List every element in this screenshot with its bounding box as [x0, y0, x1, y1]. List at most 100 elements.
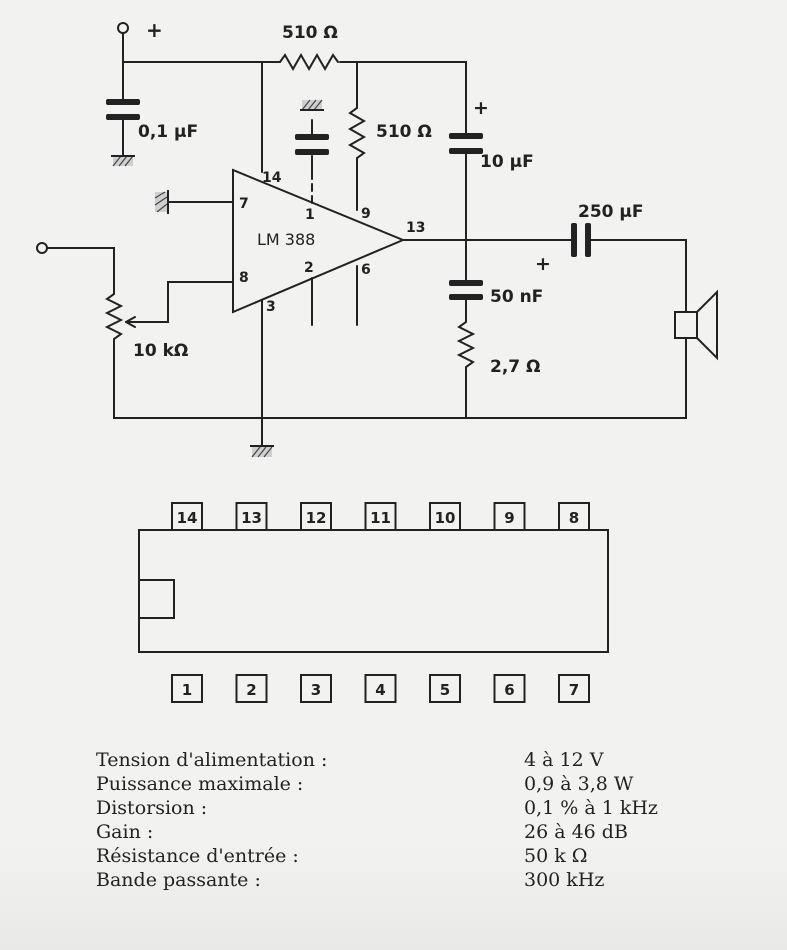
ic-pin-6: 6 [361, 262, 371, 278]
spec-row: Tension d'alimentation : 4 à 12 V [96, 748, 736, 772]
cap-boot-plate [449, 133, 483, 139]
spec-label: Tension d'alimentation : [96, 749, 328, 771]
package-pin-2: 2 [235, 674, 268, 703]
package-pin-13: 13 [235, 502, 268, 531]
spec-value: 0,9 à 3,8 W [524, 773, 634, 795]
ic-pin-14: 14 [262, 170, 282, 186]
ic-pin-1: 1 [305, 207, 315, 223]
package-pin-4: 4 [364, 674, 397, 703]
package-pin-box [300, 502, 332, 531]
cap-supply-plate [106, 99, 140, 105]
spec-list: Tension d'alimentation : 4 à 12 V Puissan… [96, 748, 736, 892]
spec-label: Bande passante : [96, 869, 261, 891]
package-pin-number: 12 [306, 509, 327, 527]
cap-supply-plate [106, 114, 140, 120]
ground-icon [250, 445, 274, 458]
cap-boot-plate [449, 148, 483, 154]
label-r-mid: 510 Ω [376, 122, 432, 142]
package-pin-7: 7 [558, 674, 590, 703]
package-pin-5: 5 [429, 674, 461, 703]
spec-value: 300 kHz [524, 869, 605, 891]
cap-zobel-plate [449, 294, 483, 300]
package-pin-number: 14 [177, 509, 198, 527]
package-pin-10: 10 [429, 502, 461, 531]
spec-label: Gain : [96, 821, 154, 843]
package-pin-box [300, 674, 332, 703]
ground-icon [111, 155, 135, 167]
package-pin-box [558, 674, 590, 703]
label-c-boot-plus: + [473, 97, 489, 119]
cap-out-plate [571, 223, 577, 257]
package-pin-12: 12 [300, 502, 332, 531]
label-c-boot: 10 µF [480, 152, 534, 172]
package-pin-number: 9 [504, 509, 514, 527]
package-pin-number: 6 [504, 681, 514, 699]
ic-pin-7: 7 [239, 196, 249, 212]
package-pin-box [235, 502, 268, 531]
spec-value: 50 k Ω [524, 845, 588, 867]
package-pin-3: 3 [300, 674, 332, 703]
package-notch [138, 579, 175, 619]
label-c-supply: 0,1 µF [138, 122, 198, 142]
spec-value: 0,1 % à 1 kHz [524, 797, 658, 819]
speaker-cone-icon [696, 289, 718, 361]
package-pin-number: 5 [440, 681, 450, 699]
package-pin-11: 11 [364, 502, 397, 531]
ic-pin-8: 8 [239, 270, 249, 286]
package-body [138, 529, 609, 653]
package-pin-box [493, 502, 526, 531]
wire-pot-wiper [125, 281, 234, 323]
label-pot: 10 kΩ [133, 341, 188, 361]
spec-label: Distorsion : [96, 797, 208, 819]
spec-value: 4 à 12 V [524, 749, 604, 771]
ic-name: LM 388 [257, 230, 315, 249]
label-r-top: 510 Ω [282, 23, 338, 43]
package-pin-number: 7 [569, 681, 579, 699]
wire-input [46, 247, 115, 295]
package-pin-number: 13 [241, 509, 262, 527]
ic-pin-13: 13 [406, 220, 425, 236]
wire-speaker-return [465, 337, 687, 419]
package-pin-1: 1 [171, 674, 203, 703]
package-pin-number: 10 [435, 509, 456, 527]
cap-out-plate [585, 223, 591, 257]
supply-terminal [117, 22, 129, 34]
cap-zobel-plate [449, 280, 483, 286]
package-pin-box [171, 502, 203, 531]
input-terminal [36, 242, 48, 254]
ic-pin-3: 3 [266, 299, 276, 315]
package-pin-box [235, 674, 268, 703]
label-c-zobel: 50 nF [490, 287, 543, 307]
label-c-out: 250 µF [578, 202, 644, 222]
lm388-amplifier-symbol [232, 168, 406, 314]
package-pin-14: 14 [171, 502, 203, 531]
package-pin-number: 11 [370, 509, 391, 527]
spec-row: Bande passante : 300 kHz [96, 868, 736, 892]
package-pin-number: 3 [311, 681, 321, 699]
speaker-coil [674, 311, 698, 339]
ground-icon [154, 190, 169, 214]
ic-pin-2: 2 [304, 260, 314, 276]
package-pin-box [364, 502, 397, 531]
package-pin-number: 1 [182, 681, 192, 699]
spec-row: Gain :26 à 46 dB [96, 820, 736, 844]
page-shading [0, 840, 787, 950]
spec-label: Puissance maximale : [96, 773, 304, 795]
wire-top-right [339, 61, 467, 134]
spec-row: Résistance d'entrée : 50 k Ω [96, 844, 736, 868]
label-r-zobel: 2,7 Ω [490, 357, 541, 377]
resistor-r2 [347, 61, 367, 211]
spec-label: Résistance d'entrée : [96, 845, 299, 867]
package-pin-number: 8 [569, 509, 579, 527]
wiper-arrow [125, 316, 136, 328]
cap-bypass-plate [295, 134, 329, 140]
potentiometer-10k [104, 293, 467, 419]
resistor-r1 [279, 52, 339, 72]
ic-pin-9: 9 [361, 206, 371, 222]
ground-icon [300, 99, 324, 111]
label-c-out-plus: + [535, 253, 551, 275]
supply-plus-sign: + [146, 18, 163, 42]
resistor-zobel [456, 298, 476, 419]
package-pin-box [364, 674, 397, 703]
